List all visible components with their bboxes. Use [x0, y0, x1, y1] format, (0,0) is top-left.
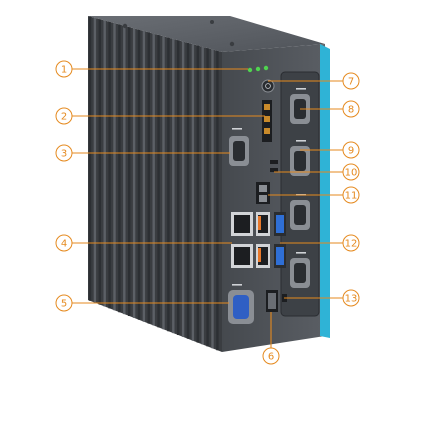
svg-text:7: 7 — [348, 77, 354, 88]
callout-11: 11 — [342, 186, 360, 204]
svg-text:2: 2 — [61, 112, 67, 123]
svg-text:8: 8 — [348, 105, 354, 116]
com-port-right-2 — [290, 146, 310, 176]
svg-text:11: 11 — [345, 191, 358, 202]
svg-text:1: 1 — [61, 65, 67, 76]
top-screw-back — [210, 20, 214, 24]
dc-input-terminal — [262, 100, 272, 142]
lan-ports — [231, 212, 253, 268]
com-port-left — [229, 136, 249, 166]
callout-7: 7 — [342, 72, 360, 90]
callouts: 1 2 3 4 5 6 7 8 — [55, 60, 360, 365]
switch-button[interactable] — [270, 168, 278, 172]
callout-12: 12 — [342, 234, 360, 252]
svg-text:3: 3 — [61, 149, 67, 160]
callout-13: 13 — [342, 289, 360, 307]
callout-1: 1 — [55, 60, 73, 78]
com-port-right-3 — [290, 200, 310, 230]
svg-text:5: 5 — [61, 299, 67, 310]
svg-text:6: 6 — [268, 352, 274, 363]
power-icon — [265, 83, 271, 89]
svg-text:13: 13 — [345, 294, 358, 305]
callout-3: 3 — [55, 144, 73, 162]
callout-5: 5 — [55, 294, 73, 312]
top-screw-right — [229, 41, 235, 47]
svg-text:4: 4 — [61, 239, 67, 250]
callout-9: 9 — [342, 141, 360, 159]
svg-text:12: 12 — [345, 239, 358, 250]
top-cover — [88, 16, 325, 52]
reset-button[interactable] — [270, 160, 278, 164]
callout-4: 4 — [55, 234, 73, 252]
leader-lines — [72, 68, 343, 348]
top-screw-left — [122, 23, 128, 29]
callout-2: 2 — [55, 107, 73, 125]
usb3-ports — [274, 212, 286, 268]
callout-6: 6 — [262, 347, 280, 365]
hdmi-port — [266, 290, 278, 312]
led-1 — [247, 67, 253, 73]
usb2-ports — [256, 182, 270, 204]
accent-stripe — [320, 44, 330, 338]
svg-text:9: 9 — [348, 146, 354, 157]
callout-8: 8 — [342, 100, 360, 118]
led-2 — [255, 66, 261, 72]
status-leds — [247, 65, 269, 73]
callout-10: 10 — [342, 163, 360, 181]
usb3-ports-orange — [258, 216, 261, 262]
com-port-right-4 — [290, 258, 310, 288]
heatsink-fins — [88, 16, 222, 352]
led-3 — [263, 65, 269, 71]
svg-text:10: 10 — [345, 168, 358, 179]
vga-port — [228, 290, 254, 324]
power-button[interactable] — [261, 79, 275, 93]
